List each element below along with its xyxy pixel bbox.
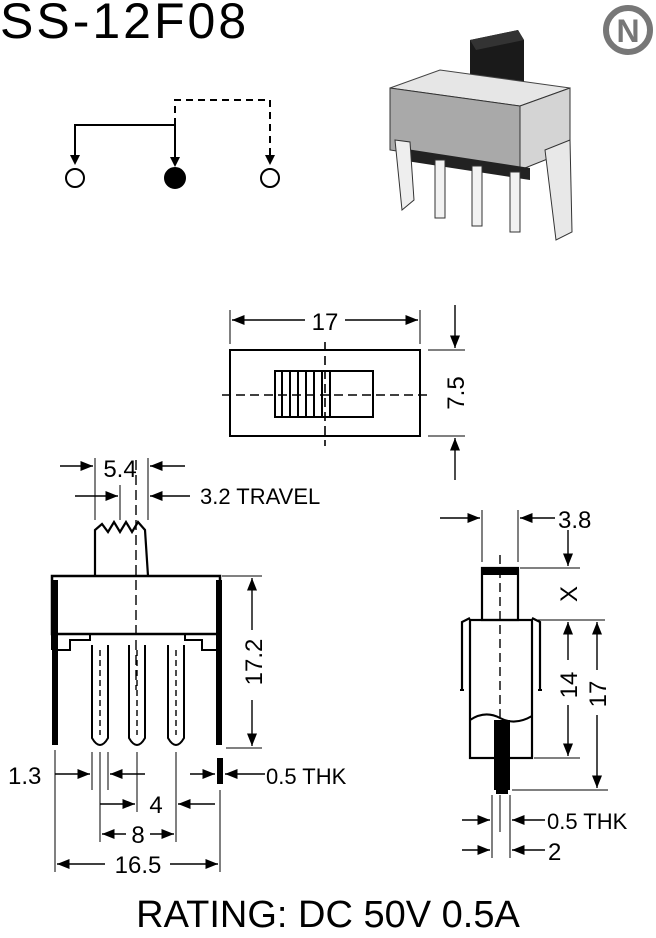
actuator-width-label: 5.4 (103, 456, 136, 483)
pin-width-label: 1.3 (8, 763, 41, 790)
side-overall-height-label: 17 (585, 681, 612, 708)
body-height-label: 14 (556, 672, 583, 699)
logo-letter: N (616, 13, 639, 49)
top-height-label: 7.5 (443, 376, 470, 409)
rating-text: RATING: DC 50V 0.5A (136, 894, 520, 936)
front-height-label: 17.2 (241, 639, 268, 686)
pin-span-label: 8 (131, 822, 144, 849)
switch-schematic (65, 99, 280, 189)
side-view (440, 510, 608, 858)
front-thickness-label: 0.5 THK (266, 764, 347, 789)
actuator-height-label: X (556, 586, 583, 602)
top-view (222, 305, 465, 480)
model-title: SS-12F08 (0, 0, 250, 49)
travel-label: 3.2 TRAVEL (200, 484, 320, 509)
top-width-label: 17 (312, 309, 339, 336)
pin-pitch-label: 4 (149, 792, 162, 819)
switch-3d-illustration (389, 30, 573, 241)
pin-offset-label: 2 (548, 839, 561, 866)
side-thickness-label: 0.5 THK (547, 809, 628, 834)
front-view (50, 458, 265, 872)
brand-logo: N (603, 5, 653, 55)
actuator-depth-label: 3.8 (558, 507, 591, 534)
overall-width-label: 16.5 (115, 852, 162, 879)
